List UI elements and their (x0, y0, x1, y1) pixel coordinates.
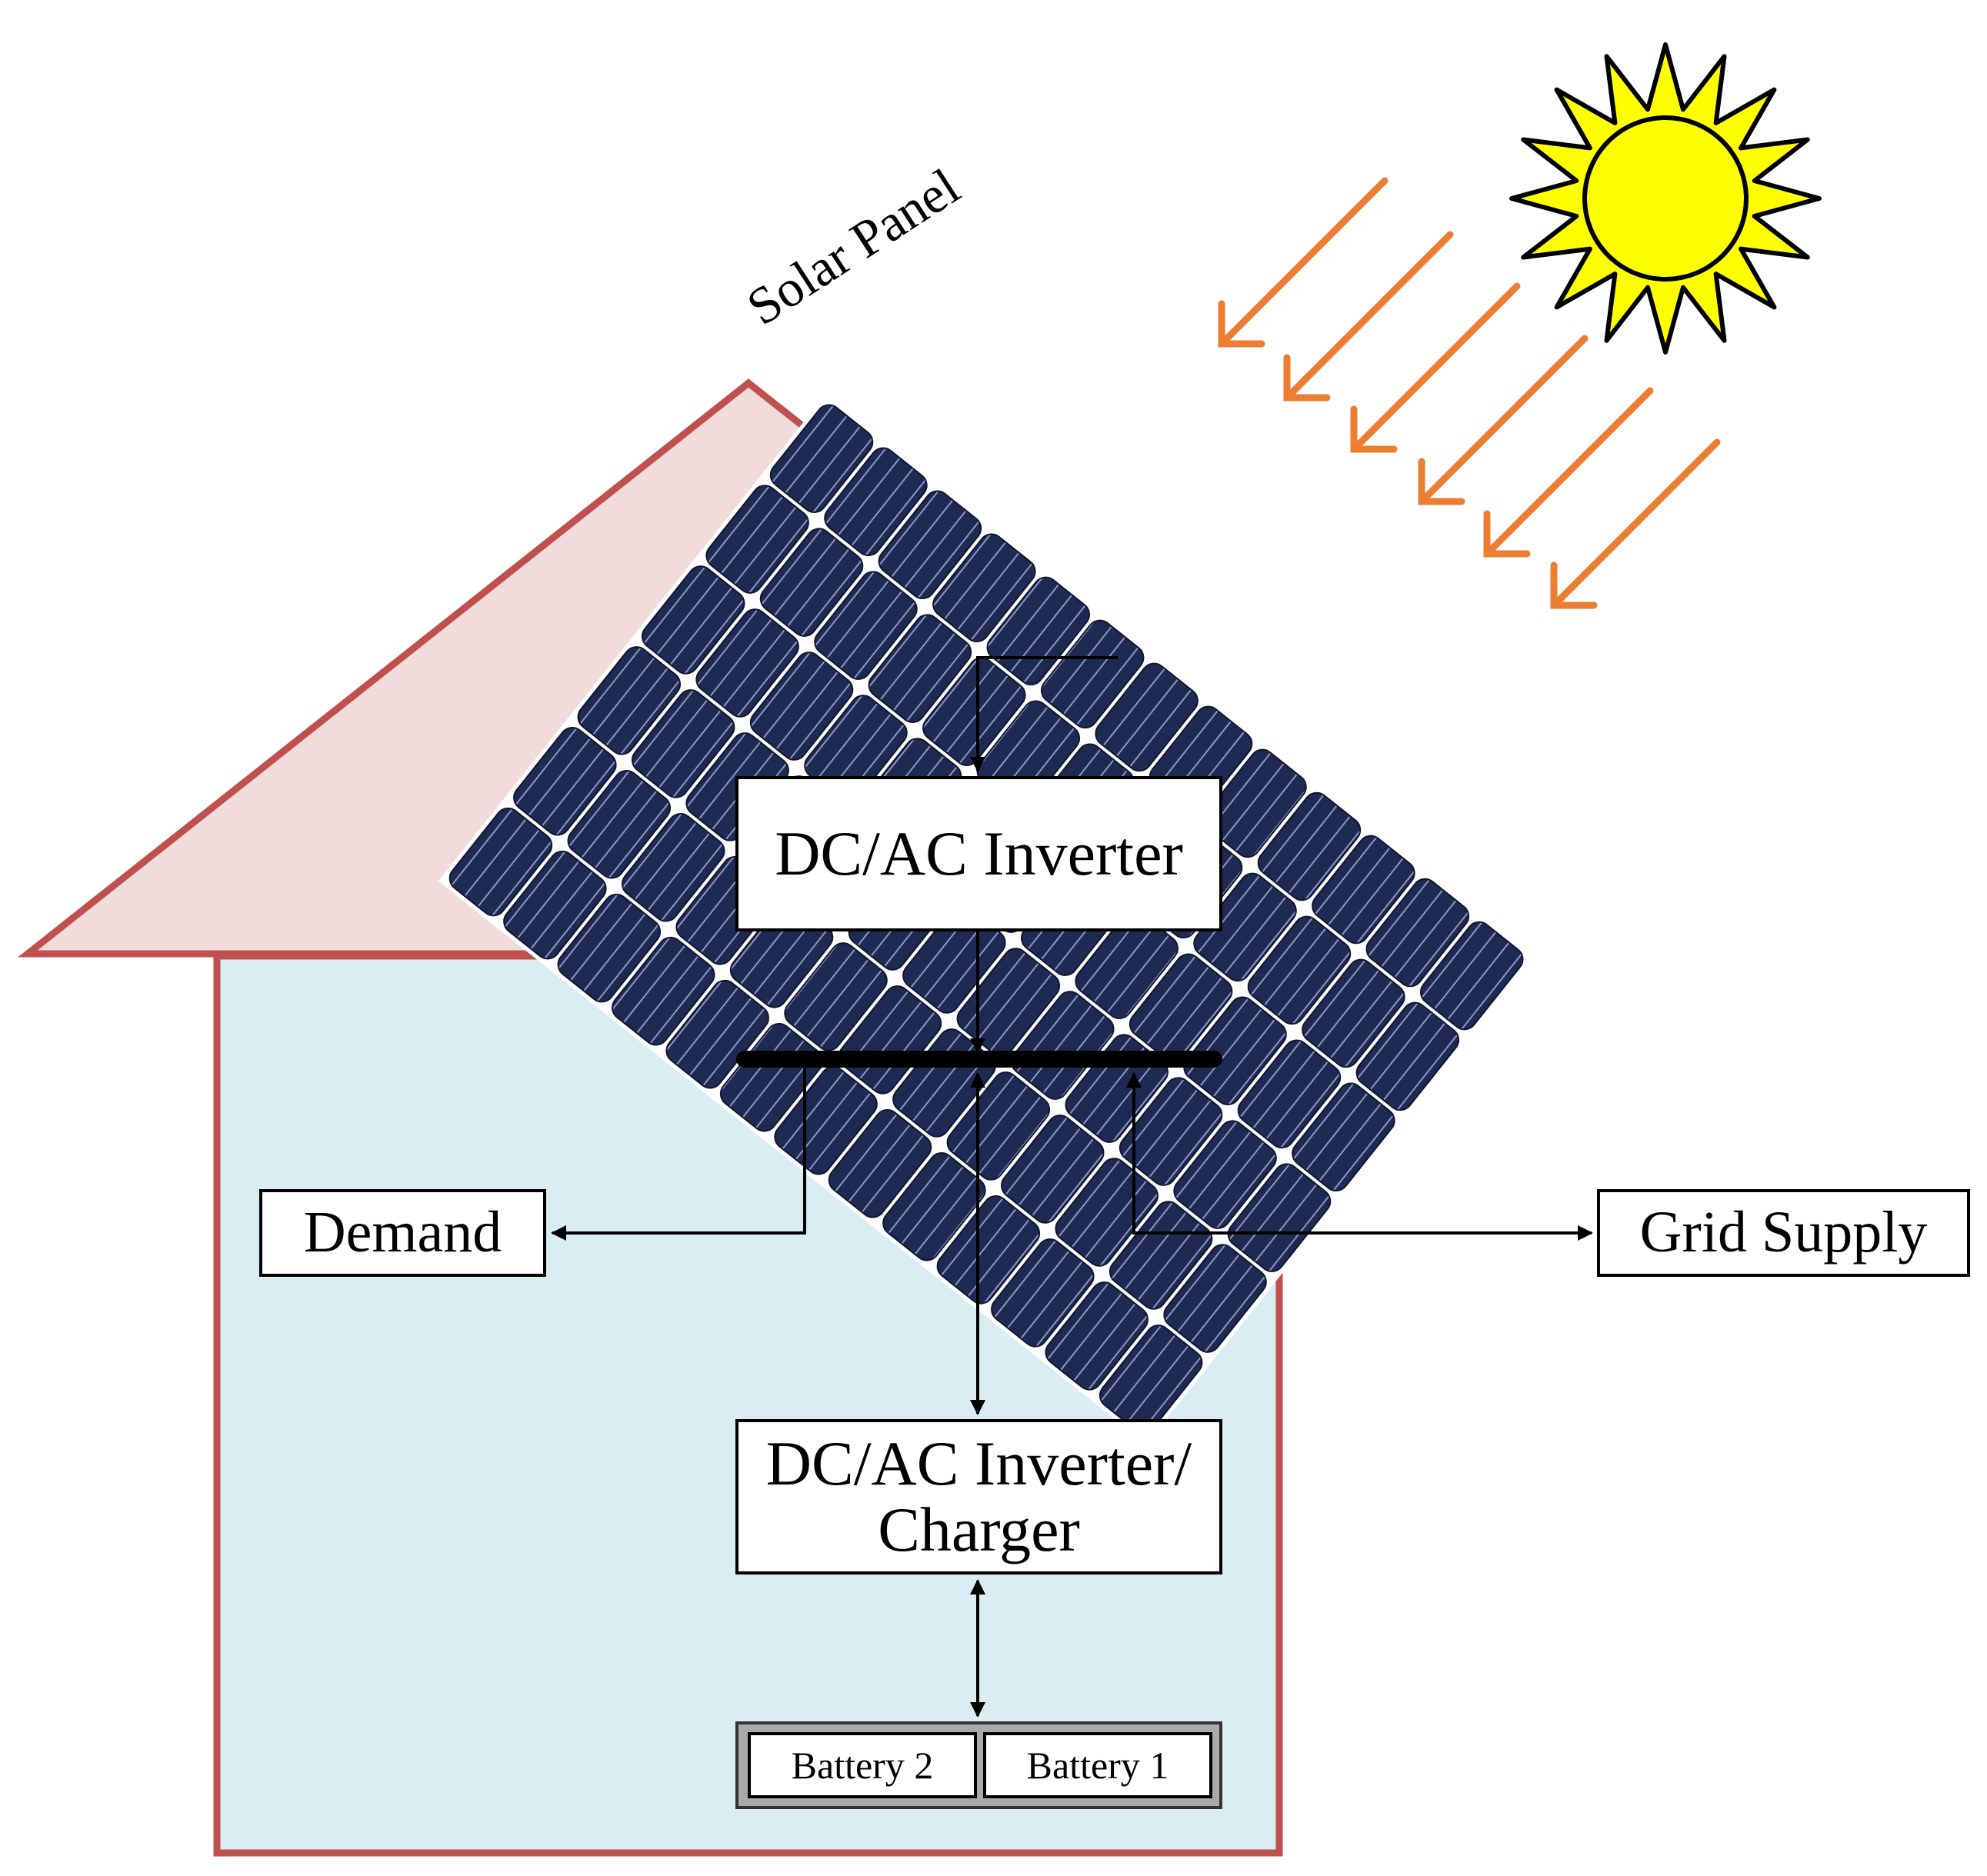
solar-cell (814, 571, 918, 680)
solar-cell (557, 893, 662, 1003)
solar-cell (991, 1238, 1095, 1348)
solar-cell (1203, 748, 1307, 858)
solar-cell (1365, 878, 1470, 988)
solar-cell (878, 490, 982, 600)
battery-1-label: Battery 1 (1026, 1744, 1169, 1787)
sun-ray-arrow (1283, 231, 1454, 402)
solar-cell (769, 404, 874, 513)
sun-ray-arrow (1218, 177, 1389, 348)
solar-cell (1001, 1115, 1105, 1224)
dc-ac-inverter-box: DC/AC Inverter (735, 776, 1222, 931)
solar-cell (1099, 1325, 1203, 1434)
battery-pack: Battery 2 Battery 1 (735, 1721, 1222, 1809)
solar-cell (1420, 921, 1524, 1031)
demand-label: Demand (303, 1200, 502, 1265)
solar-cell (1302, 958, 1405, 1068)
sun-ray-arrow (1550, 438, 1721, 609)
solar-cell (932, 533, 1036, 643)
sun-ray-arrow (1350, 282, 1521, 453)
sun-ray-arrow (1483, 387, 1654, 558)
sun-ray-arrow (1418, 335, 1589, 505)
solar-cell (503, 850, 607, 960)
solar-cell (1247, 915, 1352, 1025)
bus-grid-line (1126, 1072, 1593, 1241)
sun-icon (1509, 42, 1822, 355)
solar-cell (784, 942, 888, 1051)
sun-ray-arrows (1218, 177, 1721, 609)
solar-cell (936, 1195, 1041, 1305)
demand-box: Demand (259, 1189, 546, 1277)
solar-cell (1040, 619, 1145, 729)
solar-cell (922, 657, 1026, 766)
solar-cell (1312, 835, 1415, 945)
grid-supply-box: Grid Supply (1597, 1189, 1970, 1277)
panel-to-inverter-line (970, 656, 1118, 772)
solar-cell (1095, 662, 1199, 772)
solar-cell (641, 565, 745, 675)
dc-ac-inverter-label: DC/AC Inverter (775, 818, 1183, 888)
solar-cell (567, 769, 672, 879)
inverter-charger-label-line2: Charger (878, 1494, 1080, 1564)
grid-supply-label: Grid Supply (1639, 1200, 1928, 1265)
solar-cell (774, 1065, 878, 1175)
solar-cell (448, 807, 553, 917)
solar-cell (577, 646, 682, 755)
inverter-charger-box: DC/AC Inverter/ Charger (735, 1419, 1222, 1574)
solar-cell (1163, 1244, 1267, 1353)
battery-2: Battery 2 (748, 1732, 977, 1798)
bus-to-demand-line (551, 1065, 806, 1241)
solar-cell (882, 1152, 986, 1261)
solar-cell (1045, 1281, 1149, 1391)
solar-cell (631, 689, 735, 798)
solar-cell (749, 651, 854, 761)
solar-cell (612, 936, 715, 1046)
solar-cell (513, 726, 617, 836)
inverter-charger-label-line1: DC/AC Inverter/ (765, 1428, 1192, 1498)
solar-cell (759, 528, 864, 637)
solar-cell (828, 1109, 932, 1218)
solar-cell (695, 608, 799, 718)
solar-cell (824, 447, 928, 557)
solar-cell (1129, 953, 1233, 1062)
solar-cell (705, 485, 809, 594)
battery-2-label: Battery 2 (791, 1744, 934, 1787)
solar-cell (868, 614, 972, 723)
solar-cell (622, 813, 725, 922)
battery-1: Battery 1 (983, 1732, 1212, 1798)
solar-cell (1257, 791, 1362, 901)
